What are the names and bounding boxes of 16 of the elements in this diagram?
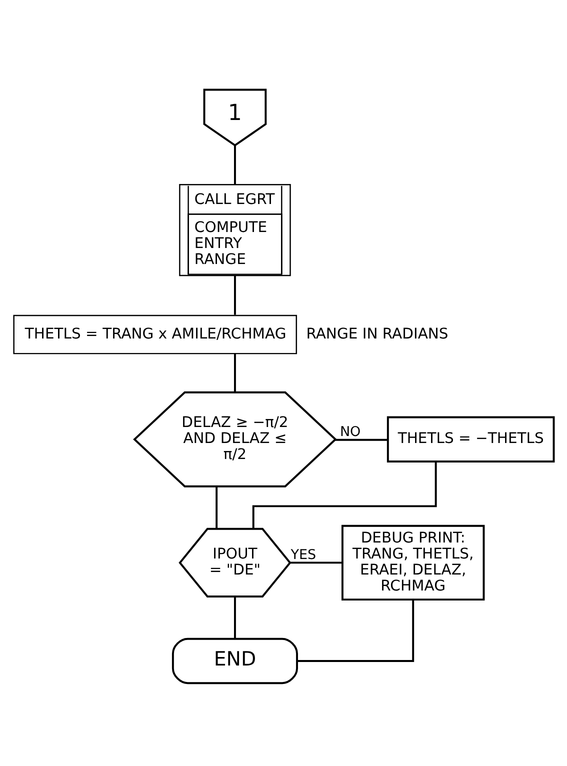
connector (252, 461, 437, 528)
edge-label: NO (340, 423, 361, 440)
connector (335, 438, 388, 440)
node-box: DEBUG PRINT: TRANG, THETLS, ERAEI, DELAZ, RCHMAG (341, 524, 485, 600)
connector (290, 561, 342, 564)
node-box: THETLS = −THETLS (386, 416, 555, 462)
connector (234, 145, 236, 184)
node-box: THETLS = TRANG x AMILE/RCHMAG (13, 314, 298, 354)
connector (297, 599, 414, 662)
connector (234, 275, 236, 314)
connector (234, 352, 236, 392)
connector (216, 486, 218, 528)
node-label: RANGE IN RADIANS (306, 324, 448, 342)
node-box: END (172, 637, 298, 684)
connector (234, 596, 236, 638)
edge-label: YES (290, 546, 316, 562)
